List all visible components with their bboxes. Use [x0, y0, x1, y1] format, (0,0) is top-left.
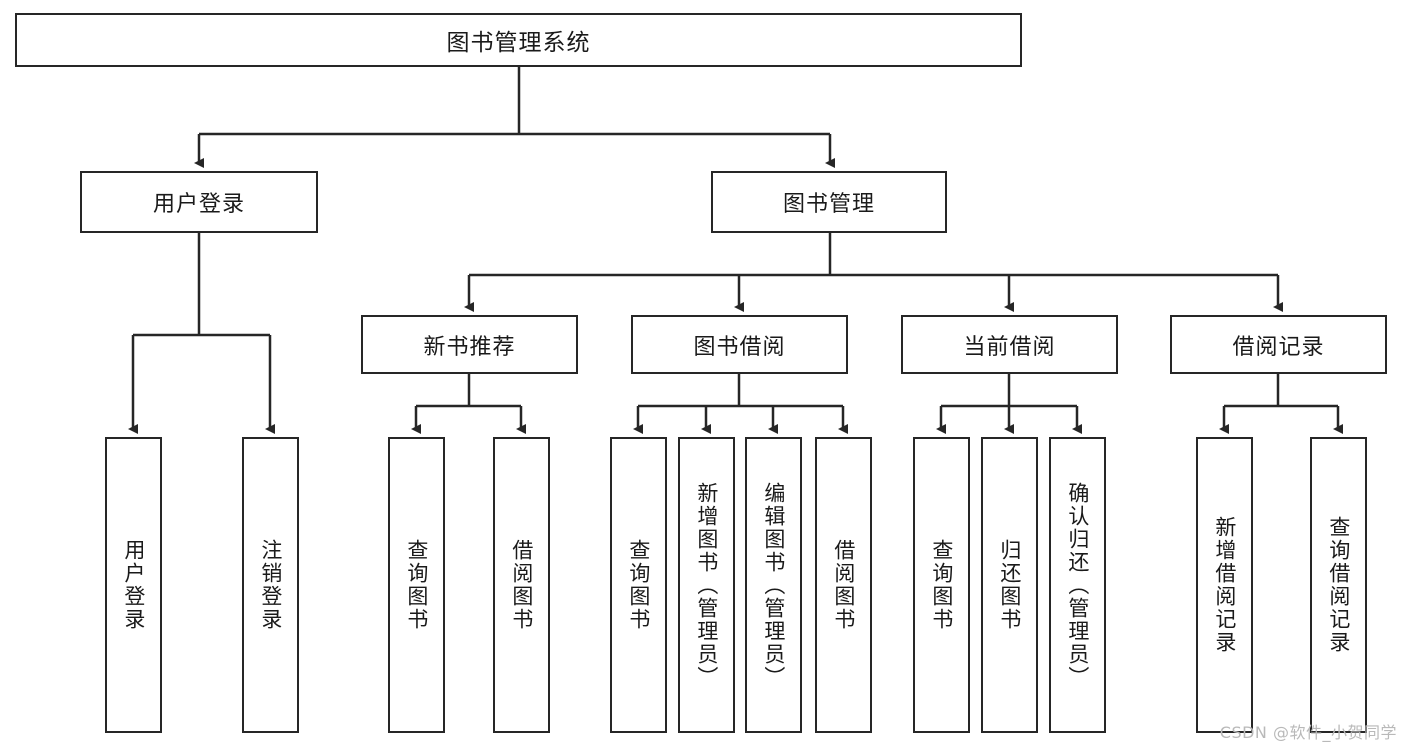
node-label: 归还图书 [997, 539, 1022, 631]
leaf-borrow-record-query-record[interactable]: 查询借阅记录 [1310, 437, 1367, 733]
node-label: 查询图书 [404, 539, 429, 631]
leaf-user-login-logout[interactable]: 注销登录 [242, 437, 299, 733]
node-label: 图书管理系统 [446, 30, 591, 56]
node-current-borrow[interactable]: 当前借阅 [901, 315, 1118, 374]
node-label: 查询借阅记录 [1326, 516, 1351, 654]
node-new-book-recommend[interactable]: 新书推荐 [361, 315, 578, 374]
csdn-watermark: CSDN @软件_小贺同学 [1219, 723, 1397, 742]
leaf-new-book-borrow-book[interactable]: 借阅图书 [493, 437, 550, 733]
node-root-book-management-system[interactable]: 图书管理系统 [15, 13, 1022, 67]
node-user-login[interactable]: 用户登录 [80, 171, 318, 233]
node-label: 用户登录 [121, 539, 146, 631]
node-label: 借阅图书 [831, 539, 856, 631]
node-label: 当前借阅 [963, 334, 1056, 360]
leaf-book-borrow-edit-book-admin[interactable]: 编辑图书（管理员） [745, 437, 802, 733]
leaf-book-borrow-borrow-book[interactable]: 借阅图书 [815, 437, 872, 733]
leaf-current-borrow-query-book[interactable]: 查询图书 [913, 437, 970, 733]
node-label: 新增借阅记录 [1212, 516, 1237, 654]
node-book-borrow[interactable]: 图书借阅 [631, 315, 848, 374]
node-label: 确认归还（管理员） [1065, 481, 1090, 689]
node-label: 新增图书（管理员） [694, 481, 719, 689]
leaf-book-borrow-query-book[interactable]: 查询图书 [610, 437, 667, 733]
node-label: 图书借阅 [693, 334, 786, 360]
node-borrow-record[interactable]: 借阅记录 [1170, 315, 1387, 374]
node-label: 用户登录 [152, 192, 245, 217]
node-label: 借阅记录 [1232, 334, 1325, 360]
leaf-borrow-record-add-record[interactable]: 新增借阅记录 [1196, 437, 1253, 733]
node-label: 借阅图书 [509, 539, 534, 631]
leaf-book-borrow-add-book-admin[interactable]: 新增图书（管理员） [678, 437, 735, 733]
leaf-user-login-login[interactable]: 用户登录 [105, 437, 162, 733]
node-label: 查询图书 [626, 539, 651, 631]
leaf-current-borrow-return-book[interactable]: 归还图书 [981, 437, 1038, 733]
leaf-current-borrow-confirm-return-admin[interactable]: 确认归还（管理员） [1049, 437, 1106, 733]
node-label: 编辑图书（管理员） [761, 481, 786, 689]
node-label: 新书推荐 [423, 334, 516, 360]
node-book-management[interactable]: 图书管理 [711, 171, 947, 233]
node-label: 注销登录 [258, 539, 283, 631]
leaf-new-book-query-book[interactable]: 查询图书 [388, 437, 445, 733]
node-label: 图书管理 [782, 192, 875, 217]
node-label: 查询图书 [929, 539, 954, 631]
